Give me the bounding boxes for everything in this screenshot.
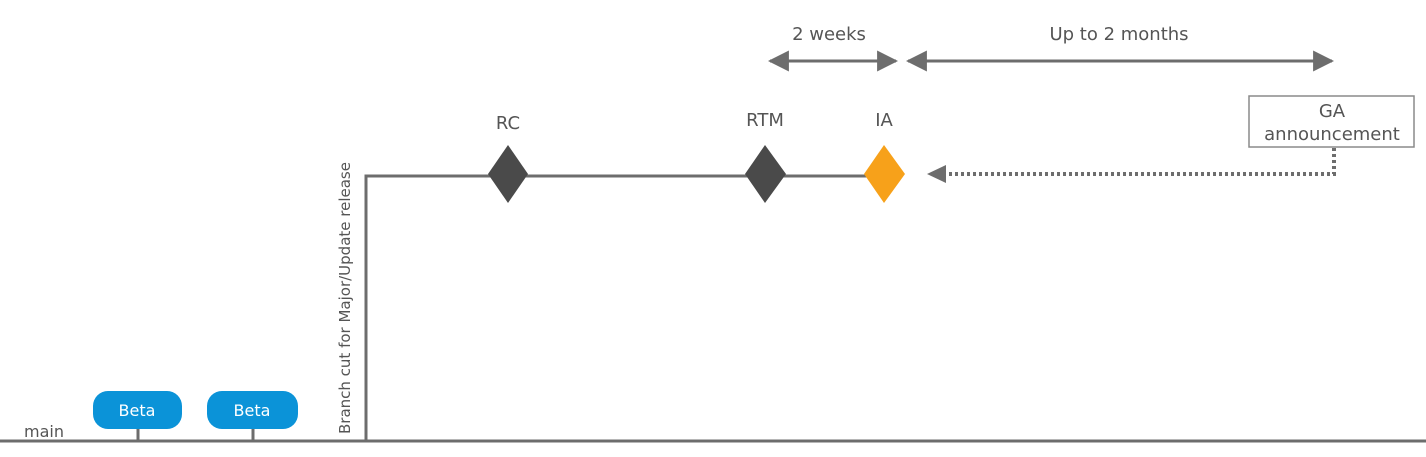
ia-diamond (864, 145, 905, 203)
span-label-2-weeks: 2 weeks (792, 24, 866, 45)
beta-label-1: Beta (119, 401, 156, 420)
milestone-rc: RC (488, 113, 528, 203)
beta-badge-2: Beta (207, 391, 298, 441)
milestone-label-rtm: RTM (746, 110, 784, 131)
rc-diamond (488, 145, 528, 203)
main-label: main (24, 422, 64, 441)
span-label-up-to-2-months: Up to 2 months (1049, 24, 1188, 45)
beta-pill-1 (93, 391, 182, 429)
milestone-ia: IA (864, 110, 905, 203)
milestone-label-ia: IA (875, 110, 893, 131)
beta-label-2: Beta (234, 401, 271, 420)
milestone-rtm: RTM (745, 110, 786, 203)
branch-label: Branch cut for Major/Update release (336, 162, 354, 434)
ga-box-frame (1248, 95, 1415, 148)
ga-box-line1: GA (1319, 101, 1346, 122)
ga-box-line2: announcement (1264, 124, 1400, 145)
ga-connector-arrowhead (927, 165, 946, 183)
ga-announcement-box: GA announcement (1248, 95, 1415, 148)
beta-badge-1: Beta (93, 391, 182, 441)
ga-dotted-connector (945, 148, 1336, 176)
release-branch-line (364, 174, 885, 441)
span-2-weeks: 2 weeks (767, 24, 899, 72)
span-up-to-2-months: Up to 2 months (905, 24, 1335, 72)
rtm-diamond (745, 145, 786, 203)
beta-pill-2 (207, 391, 298, 429)
milestone-label-rc: RC (496, 113, 520, 134)
